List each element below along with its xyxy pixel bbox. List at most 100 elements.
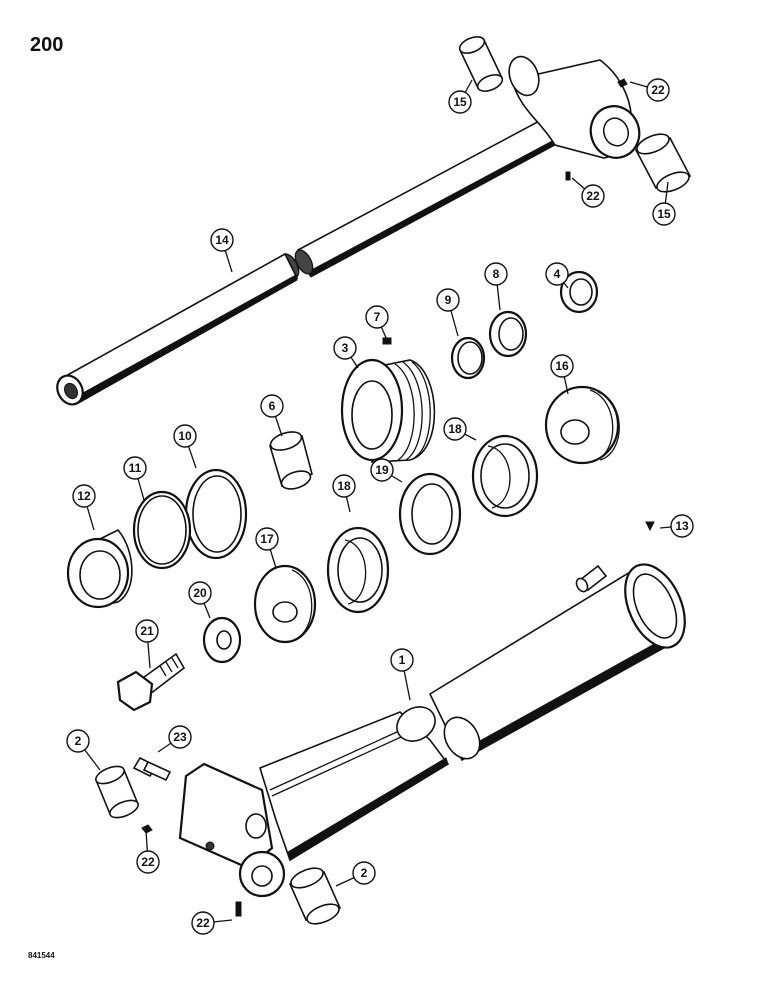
callout-number: 8 (493, 267, 500, 281)
callout-c-3: 3 (333, 336, 357, 360)
callout-number: 2 (75, 734, 82, 748)
callout-circle (550, 354, 574, 378)
callout-c-11: 11 (123, 456, 147, 480)
callout-number: 16 (555, 359, 569, 373)
callout-circle (136, 850, 160, 874)
gland-17 (253, 564, 317, 644)
callout-circle (191, 911, 215, 935)
callout-number: 15 (453, 95, 467, 109)
callout-circle (646, 78, 670, 102)
callout-circle (436, 288, 460, 312)
callout-number: 1 (399, 653, 406, 667)
callout-number: 21 (140, 624, 154, 638)
callout-circle (66, 729, 90, 753)
callout-number: 2 (361, 866, 368, 880)
callout-circle (333, 336, 357, 360)
callout-circle (370, 458, 394, 482)
piston-rod (56, 55, 641, 406)
cylinder-barrel (141, 563, 686, 917)
seal-18-upper (471, 434, 539, 518)
piston-3 (340, 337, 436, 463)
callout-number: 6 (269, 399, 276, 413)
callout-circle (260, 394, 284, 418)
callout-circle (168, 725, 192, 749)
callout-circle (484, 262, 508, 286)
callout-c-6: 6 (260, 394, 284, 418)
callout-circle (670, 514, 694, 538)
callout-circle (188, 581, 212, 605)
callout-c-10: 10 (173, 424, 197, 448)
callout-number: 22 (651, 83, 665, 97)
head-16 (544, 385, 620, 465)
callout-c-18b: 18 (332, 474, 356, 498)
callout-c-15b: 15 (652, 202, 676, 226)
callout-circle (255, 527, 279, 551)
callout-c-22a: 22 (646, 78, 670, 102)
callout-c-16: 16 (550, 354, 574, 378)
callout-number: 11 (129, 461, 142, 475)
callout-c-20: 20 (188, 581, 212, 605)
callout-number: 12 (77, 489, 91, 503)
callout-c-9: 9 (436, 288, 460, 312)
ring-4 (559, 270, 599, 314)
callout-number: 9 (445, 293, 452, 307)
callout-number: 7 (374, 310, 381, 324)
callout-circle (448, 90, 472, 114)
ring-8 (488, 310, 528, 358)
callout-circle (352, 861, 376, 885)
seal-18-lower (326, 526, 390, 614)
callout-circle (390, 648, 414, 672)
callout-c-23: 23 (168, 725, 192, 749)
callout-c-8: 8 (484, 262, 508, 286)
callout-c-22d: 22 (191, 911, 215, 935)
callout-c-2b: 2 (352, 861, 376, 885)
figure-code: 841544 (28, 951, 55, 960)
bushing-15-lower (634, 133, 692, 193)
callout-c-21: 21 (135, 619, 159, 643)
ring-19 (398, 472, 462, 556)
bushing-2-right (288, 867, 342, 925)
callout-circle (173, 424, 197, 448)
callout-number: 23 (173, 730, 187, 744)
bushing-15-upper (458, 36, 504, 92)
callout-number: 17 (260, 532, 274, 546)
callout-c-13: 13 (670, 514, 694, 538)
page-number: 200 (30, 34, 64, 56)
callout-number: 19 (375, 463, 389, 477)
callout-number: 10 (178, 429, 192, 443)
callout-number: 22 (586, 189, 600, 203)
washer-20 (202, 616, 242, 664)
capscrew-23 (132, 756, 172, 782)
callout-number: 22 (196, 916, 210, 930)
callout-c-22c: 22 (136, 850, 160, 874)
callout-number: 22 (141, 855, 155, 869)
callout-circle (365, 305, 389, 329)
grease-fitting-13 (645, 521, 655, 532)
callout-number: 20 (193, 586, 207, 600)
callout-c-14: 14 (210, 228, 234, 252)
callout-circle (652, 202, 676, 226)
callout-c-19: 19 (370, 458, 394, 482)
callout-number: 18 (337, 479, 351, 493)
callout-number: 15 (657, 207, 671, 221)
callout-c-1: 1 (390, 648, 414, 672)
bushing-2-left (94, 765, 140, 819)
callout-c-17: 17 (255, 527, 279, 551)
callout-circle (72, 484, 96, 508)
callout-circle (210, 228, 234, 252)
callout-c-12: 12 (72, 484, 96, 508)
callout-circle (545, 262, 569, 286)
callout-circle (443, 417, 467, 441)
bushing-6 (269, 431, 313, 490)
ring-10 (184, 468, 248, 560)
callout-circle (581, 184, 605, 208)
callout-number: 3 (342, 341, 349, 355)
callout-c-4: 4 (545, 262, 569, 286)
o-ring-11 (132, 490, 192, 570)
callout-number: 13 (675, 519, 689, 533)
callout-number: 14 (215, 233, 229, 247)
callout-circle (123, 456, 147, 480)
callout-number: 18 (448, 422, 462, 436)
